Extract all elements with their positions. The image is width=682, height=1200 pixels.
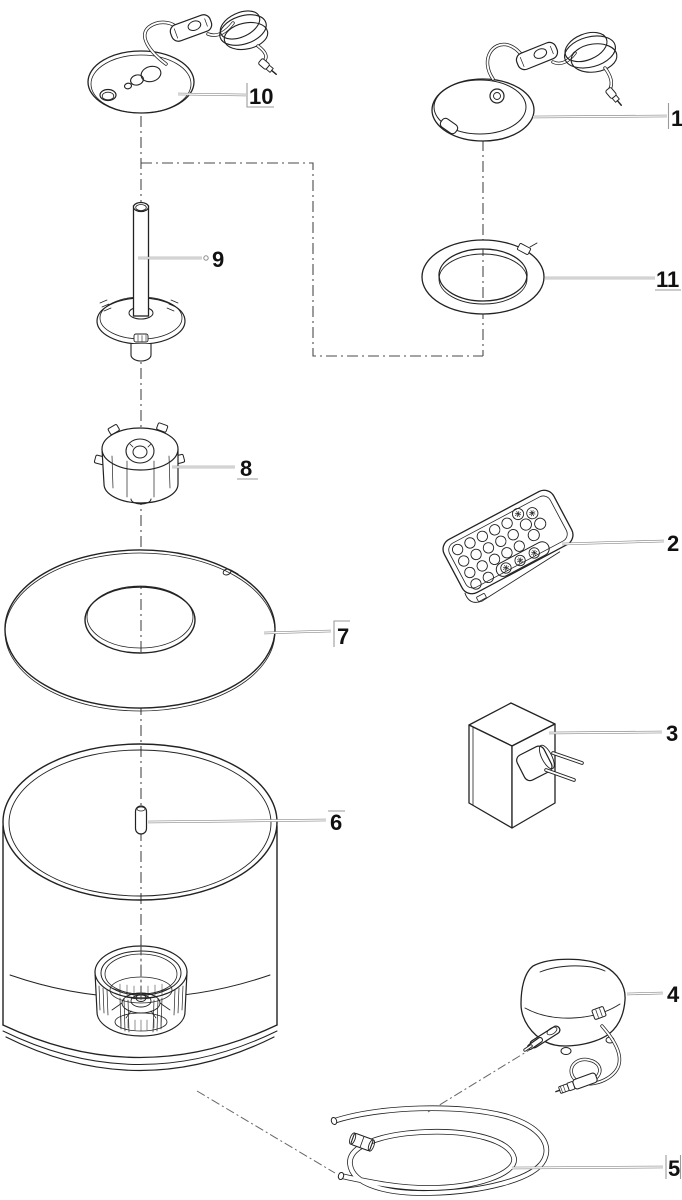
frame-10	[246, 83, 274, 108]
part-9-riser-pipe	[96, 201, 186, 362]
part-labels: 10 1 11 9 8 2 7 3 6 4 5	[212, 84, 682, 1181]
bubble-large	[140, 65, 162, 83]
part-8-pump-unit	[93, 422, 186, 505]
vent-switch	[591, 1006, 607, 1020]
base-hatch	[133, 333, 149, 343]
cord-plug	[555, 1072, 598, 1094]
part-label-1: 1	[671, 106, 682, 131]
part-label-8: 8	[240, 456, 252, 481]
part-2-remote-control	[442, 489, 574, 603]
cover-button	[489, 88, 505, 104]
diagonal-vessel-to-hose	[196, 1090, 336, 1174]
part-label-10: 10	[249, 84, 273, 109]
cable-plug	[258, 58, 277, 75]
inline-switch	[169, 14, 213, 42]
hose-core	[332, 1106, 549, 1196]
part-4-air-pump	[520, 958, 626, 1094]
pump-foot	[560, 1047, 572, 1055]
bubble-small	[123, 82, 133, 90]
cable-coil	[219, 10, 269, 51]
part-1-top-cover	[431, 31, 622, 142]
part-label-7: 7	[337, 624, 349, 649]
ring-notch	[516, 242, 532, 256]
diagonal-pump-to-hose	[427, 1037, 550, 1113]
part-label-3: 3	[666, 721, 678, 746]
bubble-medium	[130, 74, 144, 86]
rim-ticks	[99, 299, 179, 312]
leader-lines	[138, 92, 668, 1170]
hose-end	[337, 1171, 345, 1181]
cable-coil	[564, 31, 618, 73]
euro-plug	[516, 744, 584, 782]
pill-buttons	[500, 547, 540, 574]
inline-switch	[515, 41, 559, 71]
frame-7	[333, 620, 350, 647]
part-label-6: 6	[330, 810, 342, 835]
leader-dot-9	[203, 255, 209, 261]
basket-slots	[98, 985, 184, 1033]
pill-star-glyphs	[502, 549, 538, 572]
part-3-power-adapter	[468, 702, 584, 829]
part-11-mounting-ring	[421, 239, 545, 315]
frame-5	[665, 1155, 682, 1179]
assembly-diagonals	[196, 1037, 550, 1174]
part-label-9: 9	[212, 247, 224, 272]
cable-notch	[439, 117, 459, 135]
label-frames	[237, 83, 682, 1179]
centerlines	[140, 116, 484, 988]
part-label-4: 4	[667, 982, 680, 1007]
remote-buttons	[451, 507, 547, 590]
cable-plug	[605, 87, 622, 106]
nozzle	[134, 805, 148, 835]
part-label-2: 2	[667, 531, 679, 556]
part-label-5: 5	[668, 1156, 680, 1181]
centerline-connector	[141, 162, 483, 357]
part-label-11: 11	[656, 267, 679, 292]
part-6-vessel	[2, 743, 278, 1072]
part-7-cover-plate	[4, 549, 276, 712]
disc-hole	[99, 88, 117, 102]
base-spigot	[130, 343, 152, 362]
part-5-air-hose	[330, 1105, 550, 1196]
pump-facets	[111, 455, 171, 498]
air-nozzle	[523, 1025, 561, 1052]
hose-connector	[349, 1132, 375, 1152]
hose-end	[330, 1117, 338, 1125]
part-10-fountain-cover-disc	[87, 10, 277, 114]
plate-notch	[222, 568, 239, 576]
power-cord	[569, 1024, 621, 1086]
star-glyphs	[514, 510, 536, 518]
